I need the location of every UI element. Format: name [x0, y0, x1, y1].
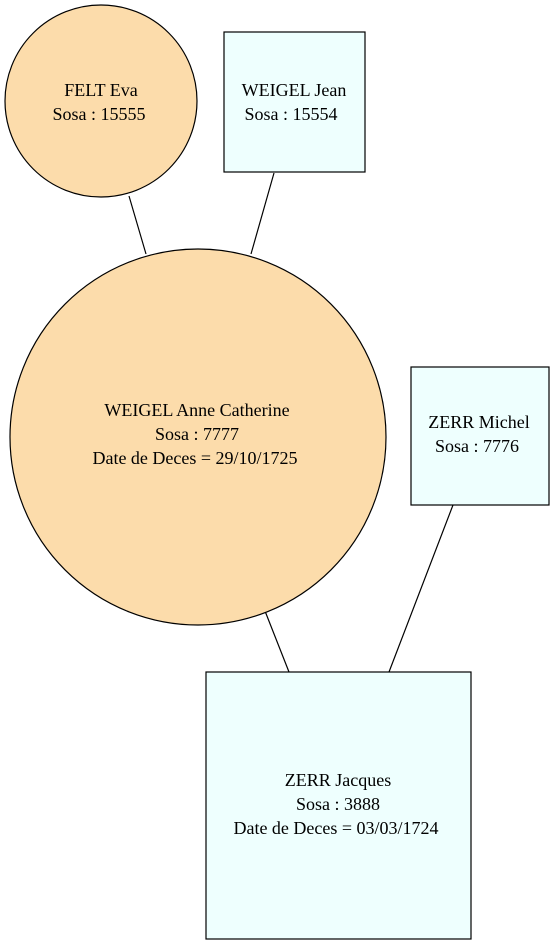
person-death-date: Date de Deces = 03/03/1724: [233, 818, 438, 838]
person-death-date: Date de Deces = 29/10/1725: [92, 448, 297, 468]
edge-felt-eva-to-weigel-anne-catherine: [128, 195, 147, 255]
person-name: WEIGEL Anne Catherine: [104, 400, 289, 420]
edge-weigel-anne-catherine-to-zerr-jacques: [264, 610, 290, 673]
person-name: WEIGEL Jean: [242, 80, 347, 100]
person-sosa: Sosa : 15555: [52, 104, 145, 124]
person-sosa: Sosa : 7776: [435, 436, 519, 456]
person-node-weigel-anne-catherine[interactable]: WEIGEL Anne Catherine Sosa : 7777 Date d…: [9, 248, 387, 626]
male-box: [223, 31, 366, 173]
edges: [128, 172, 454, 673]
person-name: ZERR Michel: [428, 412, 530, 432]
person-name: ZERR Jacques: [285, 770, 391, 790]
edge-weigel-jean-to-weigel-anne-catherine: [250, 172, 275, 255]
male-box: [410, 366, 550, 506]
person-name: FELT Eva: [64, 80, 138, 100]
person-node-weigel-jean[interactable]: WEIGEL Jean Sosa : 15554: [223, 31, 366, 173]
person-node-zerr-michel[interactable]: ZERR Michel Sosa : 7776: [410, 366, 550, 506]
person-sosa: Sosa : 7777: [155, 424, 239, 444]
person-node-zerr-jacques[interactable]: ZERR Jacques Sosa : 3888 Date de Deces =…: [205, 671, 472, 940]
person-sosa: Sosa : 15554: [244, 104, 337, 124]
person-node-felt-eva[interactable]: FELT Eva Sosa : 15555: [4, 4, 198, 198]
female-circle: [9, 248, 387, 626]
female-circle: [4, 4, 198, 198]
person-sosa: Sosa : 3888: [296, 794, 380, 814]
male-box: [205, 671, 472, 940]
edge-zerr-michel-to-zerr-jacques: [388, 504, 454, 673]
